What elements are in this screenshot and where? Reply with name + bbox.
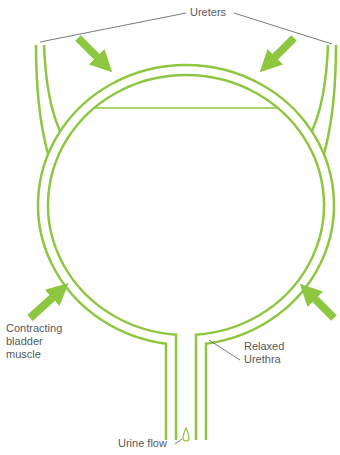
urethra-label: Relaxed Urethra [244, 340, 296, 366]
muscle-label: Contracting bladder muscle [6, 322, 78, 361]
bladder-outer-wall [38, 65, 334, 440]
pressure-arrow [30, 289, 62, 318]
leader-line [209, 340, 240, 360]
leader-line [175, 439, 182, 444]
pressure-arrow [266, 38, 294, 66]
flow-label: Urine flow [118, 437, 178, 450]
left-ureter [36, 45, 60, 154]
leader-line [234, 13, 332, 44]
ureter-label: Ureters [190, 6, 234, 19]
leader-line [40, 13, 186, 42]
urine-drop [183, 428, 189, 441]
bladder-inner-wall [48, 75, 324, 440]
pressure-arrow [306, 290, 334, 318]
pressure-arrow [78, 38, 106, 66]
urine-level [94, 107, 278, 109]
right-ureter [312, 45, 336, 154]
